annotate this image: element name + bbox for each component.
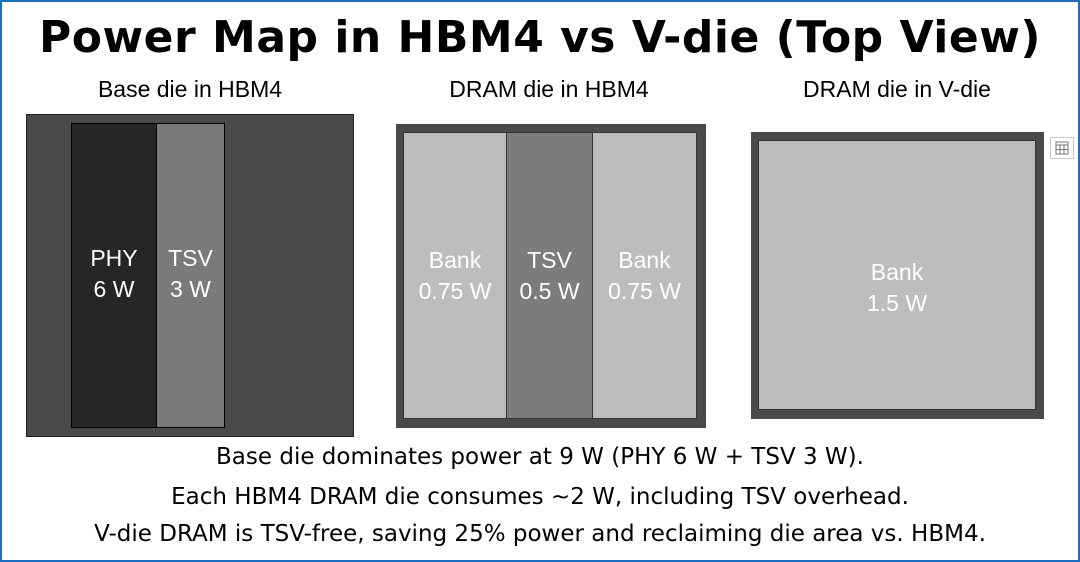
base-tsv-power: 3 W [170,276,211,302]
caption-line-2: Each HBM4 DRAM die consumes ~2 W, includ… [171,484,909,510]
hbm4-bank-left-text: Bank 0.75 W [403,244,507,308]
phy-region [71,123,157,428]
hbm4-bank-right-name: Bank [618,247,671,273]
phy-text: PHY 6 W [71,242,157,306]
phy-power: 6 W [93,276,135,302]
caption-line-1: Base die dominates power at 9 W (PHY 6 W… [216,444,864,470]
hbm4-bank-right-power: 0.75 W [608,278,681,304]
hbm4-bank-right-text: Bank 0.75 W [592,244,697,308]
vdie-dram-label: DRAM die in V-die [803,76,991,102]
hbm4-dram-label: DRAM die in HBM4 [449,76,649,102]
table-layout-icon[interactable] [1050,137,1074,159]
base-tsv-name: TSV [168,245,213,271]
hbm4-tsv-text: TSV 0.5 W [506,244,593,308]
hbm4-bank-left-power: 0.75 W [418,278,492,304]
phy-name: PHY [90,245,138,271]
caption-line-3: V-die DRAM is TSV-free, saving 25% power… [94,521,986,547]
hbm4-tsv-region [506,132,593,419]
hbm4-bank-right [592,132,697,419]
vdie-bank-power: 1.5 W [866,290,928,316]
hbm4-tsv-power: 0.5 W [519,278,580,304]
hbm4-bank-left [403,132,507,419]
vdie-bank-region [758,140,1036,410]
base-die-label: Base die in HBM4 [97,76,283,102]
hbm4-bank-left-name: Bank [428,247,482,273]
slide-title: Power Map in HBM4 vs V-die (Top View) [39,12,1041,63]
vdie-bank-text: Bank 1.5 W [758,256,1036,320]
vdie-bank-name: Bank [870,259,924,285]
base-tsv-text: TSV 3 W [156,242,225,306]
hbm4-tsv-name: TSV [527,247,572,273]
base-tsv-region [156,123,225,428]
